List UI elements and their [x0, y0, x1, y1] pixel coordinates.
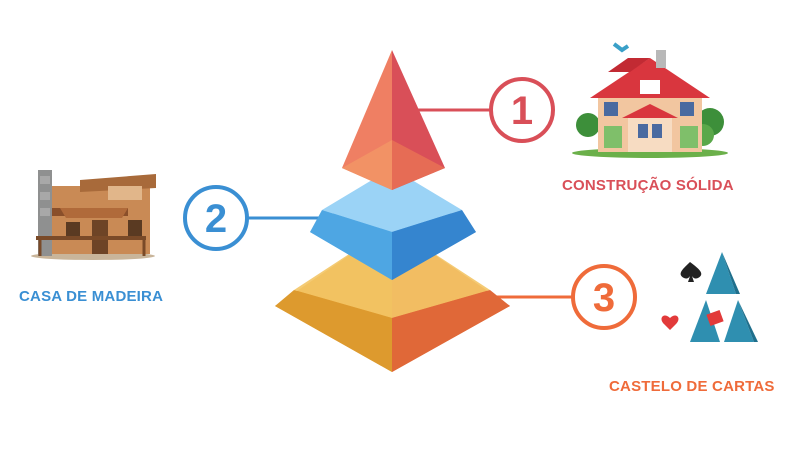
house-of-cards-icon: [661, 252, 758, 342]
brick-house-icon: [572, 42, 728, 158]
label-casa-de-madeira: CASA DE MADEIRA: [19, 288, 164, 305]
number-badge-2-text: 2: [205, 197, 227, 241]
label-castelo-de-cartas: CASTELO DE CARTAS: [609, 378, 775, 395]
pyramid-tier-1: [342, 50, 445, 190]
number-badge-1: 1: [489, 77, 555, 143]
pyramid-tier-2: [310, 168, 476, 280]
number-badge-1-text: 1: [511, 89, 533, 133]
number-badge-3: 3: [571, 264, 637, 330]
number-badge-2: 2: [183, 185, 249, 251]
label-construcao-solida: CONSTRUÇÃO SÓLIDA: [562, 177, 734, 194]
number-badge-3-text: 3: [593, 276, 615, 320]
wooden-house-icon: [31, 170, 156, 260]
